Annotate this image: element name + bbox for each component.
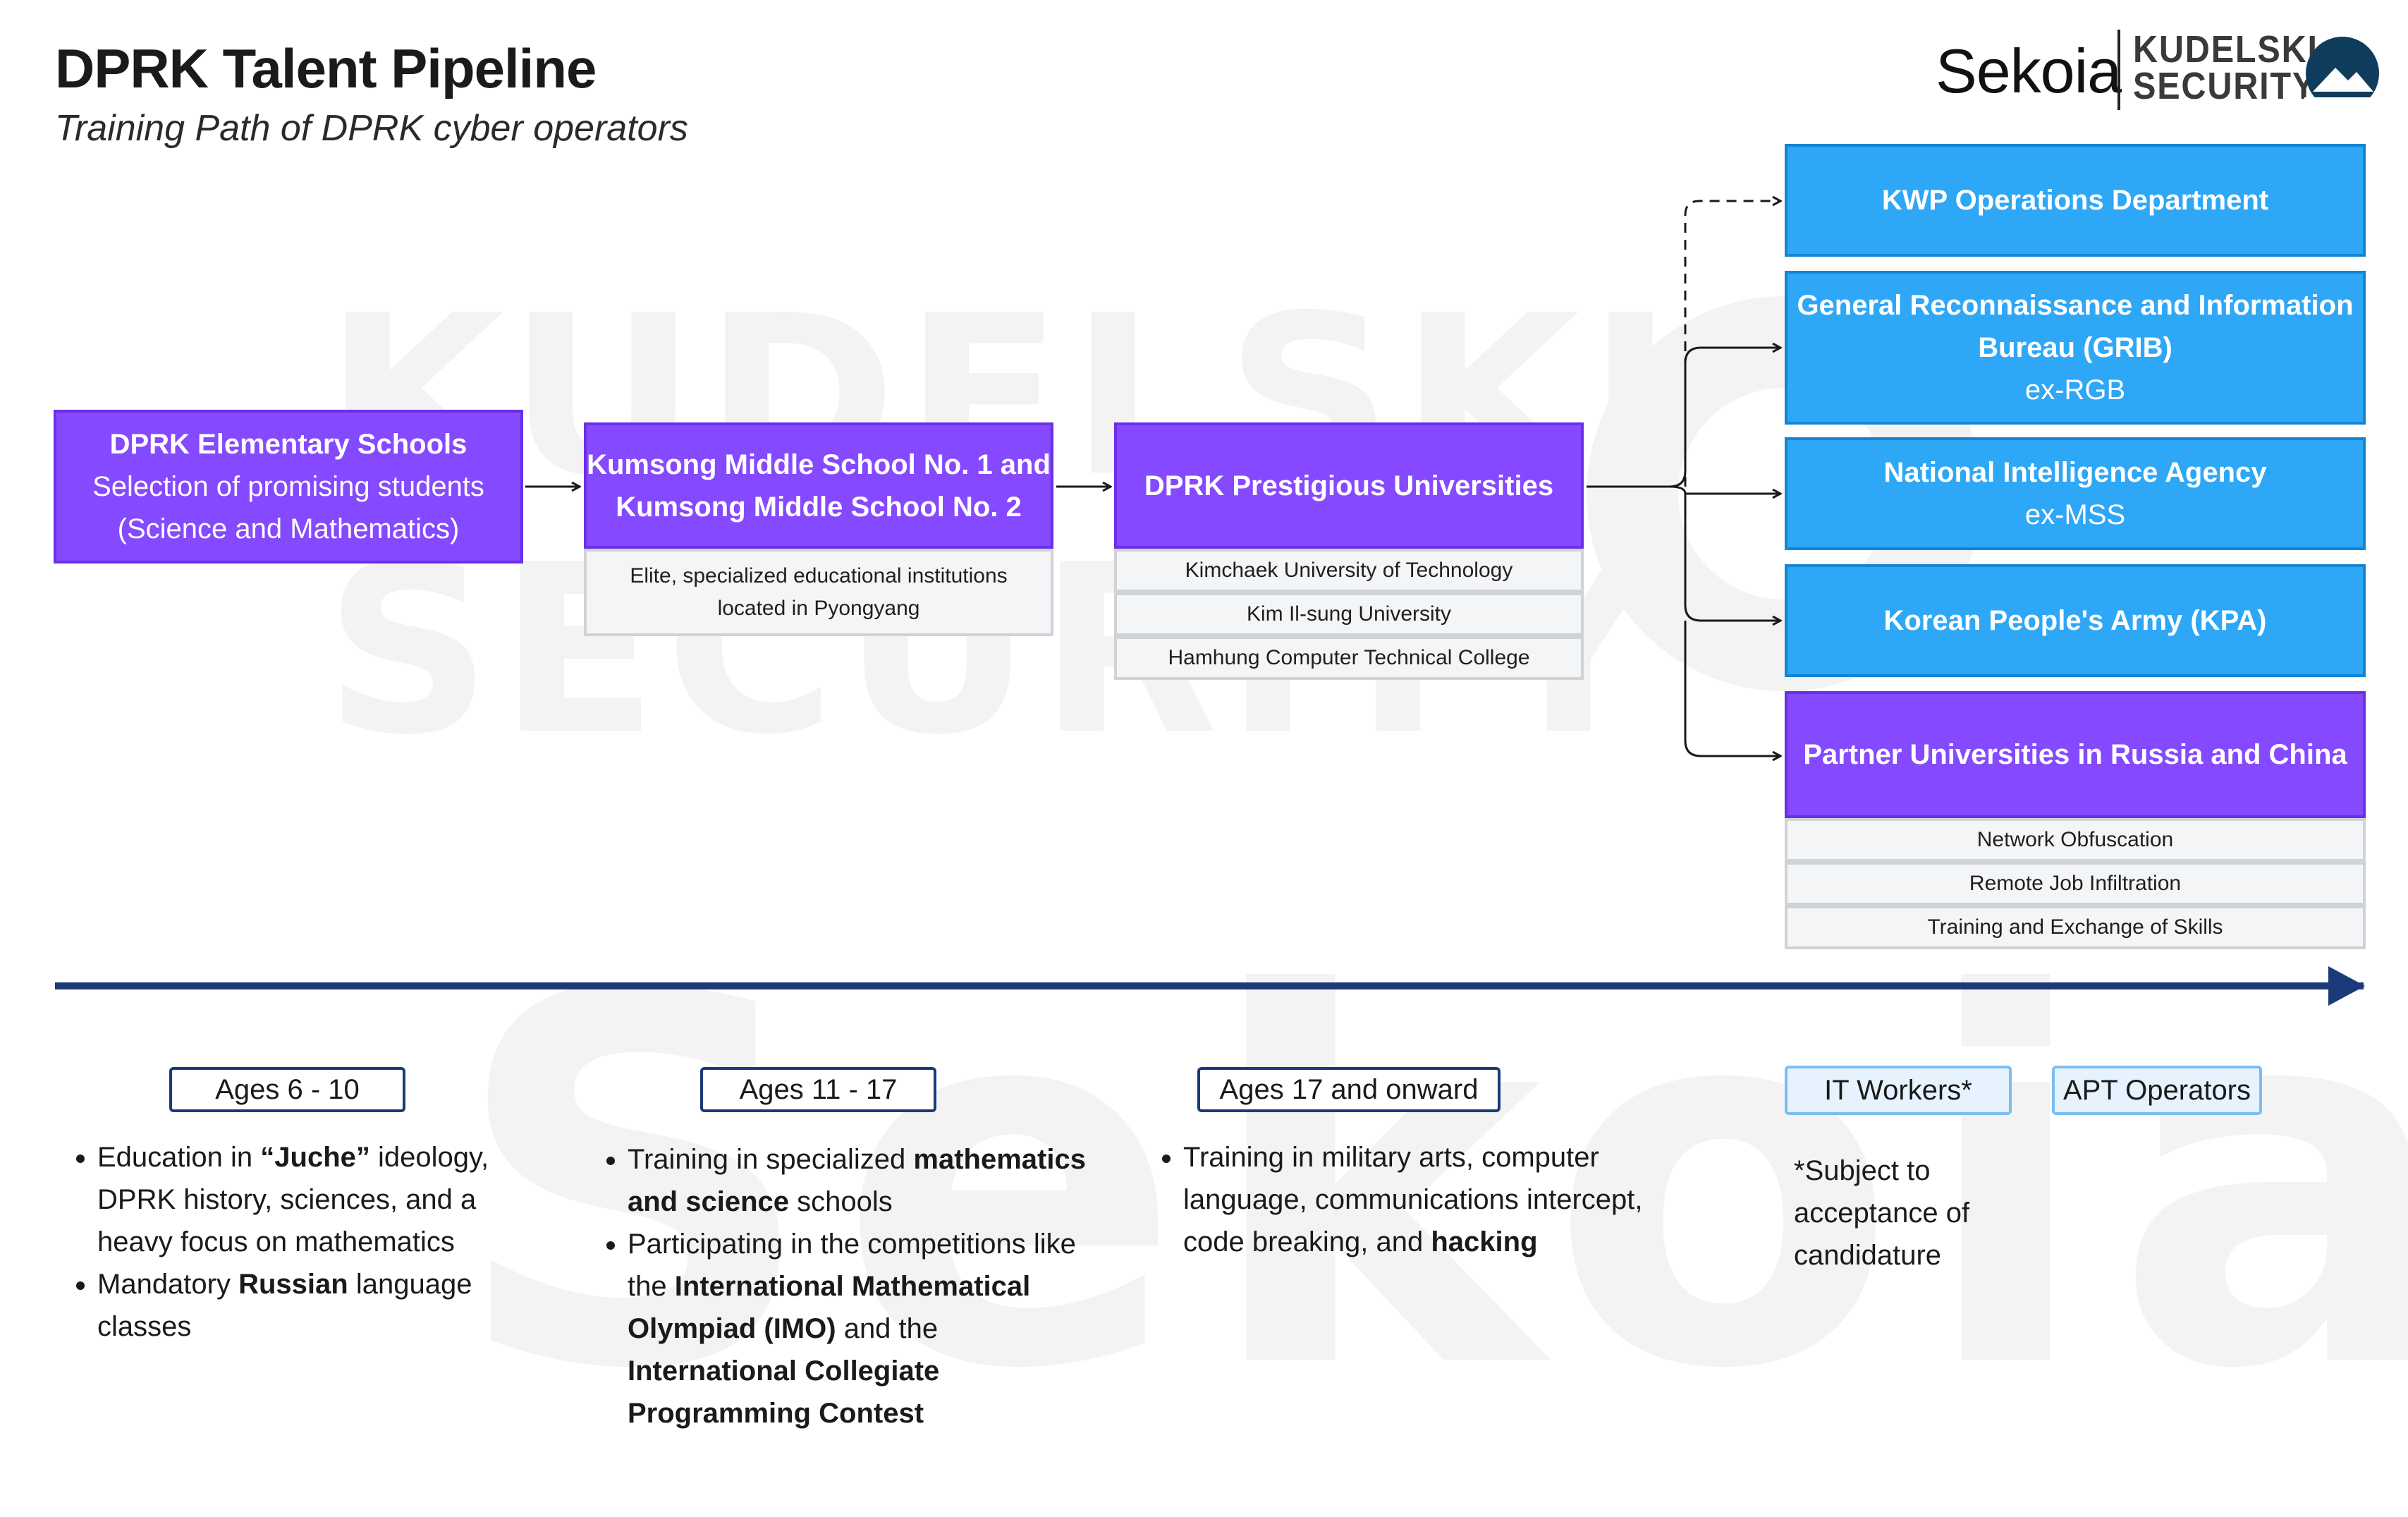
kumsong-line1: Kumsong Middle School No. 1 and bbox=[587, 449, 1051, 480]
kwp-title: KWP Operations Department bbox=[1881, 185, 2269, 216]
elementary-title: DPRK Elementary Schools bbox=[109, 429, 467, 460]
partner-item: Training and Exchange of Skills bbox=[1785, 906, 2366, 949]
kudelski-security-logo: KUDELSKI SECURITY bbox=[2133, 28, 2318, 107]
age-label-6-10: Ages 6 - 10 bbox=[169, 1067, 405, 1112]
kumsong-note-line2: located in Pyongyang bbox=[717, 597, 920, 620]
ages-6-10-details: Education in “Juche” ideology, DPRK hist… bbox=[68, 1136, 549, 1348]
detail-item: Training in specialized mathematics and … bbox=[628, 1138, 1093, 1223]
branch-kpa bbox=[1684, 494, 1780, 621]
branch-partner bbox=[1684, 621, 1780, 756]
elementary-line1: Selection of promising students bbox=[92, 471, 484, 502]
prestigious-universities-box: DPRK Prestigious Universities bbox=[1114, 422, 1584, 549]
grib-sub: ex-RGB bbox=[2024, 374, 2126, 406]
kpa-box: Korean People's Army (KPA) bbox=[1785, 564, 2366, 677]
kpa-title: Korean People's Army (KPA) bbox=[1883, 605, 2267, 636]
nia-title: National Intelligence Agency bbox=[1883, 457, 2267, 488]
kudelski-logo-line1: KUDELSKI bbox=[2133, 28, 2318, 71]
branch-nia bbox=[1669, 485, 1780, 494]
logo-divider bbox=[2117, 30, 2120, 110]
detail-item: Training in military arts, computer lang… bbox=[1183, 1136, 1649, 1263]
detail-item: Participating in the competitions like t… bbox=[628, 1223, 1093, 1434]
kudelski-logo-line2: SECURITY bbox=[2133, 65, 2317, 107]
university-item: Hamhung Computer Technical College bbox=[1114, 636, 1584, 680]
page-title: DPRK Talent Pipeline bbox=[55, 37, 597, 99]
kumsong-note: Elite, specialized educational instituti… bbox=[584, 549, 1053, 636]
kumsong-line2: Kumsong Middle School No. 2 bbox=[616, 491, 1022, 523]
detail-item: Mandatory Russian language classes bbox=[97, 1263, 549, 1348]
detail-item: Education in “Juche” ideology, DPRK hist… bbox=[97, 1136, 549, 1263]
branch-dashed-kwp bbox=[1684, 201, 1780, 487]
branch-grib bbox=[1669, 348, 1780, 488]
university-item: Kimchaek University of Technology bbox=[1114, 549, 1584, 592]
age-label-17-onward: Ages 17 and onward bbox=[1197, 1067, 1501, 1112]
age-label-11-17: Ages 11 - 17 bbox=[700, 1067, 936, 1112]
kumsong-middle-schools-box: Kumsong Middle School No. 1 and Kumsong … bbox=[584, 422, 1053, 549]
grib-title-line2: Bureau (GRIB) bbox=[1978, 332, 2172, 363]
sekoia-logo: Sekoia bbox=[1936, 36, 2122, 106]
ages-11-17-details: Training in specialized mathematics and … bbox=[598, 1138, 1093, 1434]
ages-17-onward-details: Training in military arts, computer lang… bbox=[1154, 1136, 1649, 1263]
partner-title: Partner Universities in Russia and China bbox=[1803, 739, 2347, 770]
nia-box: National Intelligence Agency ex-MSS bbox=[1785, 437, 2366, 550]
university-item: Kim Il-sung University bbox=[1114, 592, 1584, 636]
it-workers-label: IT Workers* bbox=[1785, 1066, 2012, 1115]
grib-box: General Reconnaissance and Information B… bbox=[1785, 271, 2366, 425]
nia-sub: ex-MSS bbox=[2024, 499, 2126, 530]
apt-operators-label: APT Operators bbox=[2052, 1066, 2262, 1115]
grib-title-line1: General Reconnaissance and Information bbox=[1797, 290, 2354, 321]
page-subtitle: Training Path of DPRK cyber operators bbox=[55, 108, 688, 149]
partner-item: Network Obfuscation bbox=[1785, 818, 2366, 862]
partner-universities-box: Partner Universities in Russia and China bbox=[1785, 691, 2366, 818]
universities-title: DPRK Prestigious Universities bbox=[1144, 470, 1554, 501]
elementary-line2: (Science and Mathematics) bbox=[117, 513, 460, 544]
elementary-schools-box: DPRK Elementary Schools Selection of pro… bbox=[54, 410, 523, 563]
it-workers-footnote: *Subject to acceptance of candidature bbox=[1794, 1155, 1970, 1271]
partner-item: Remote Job Infiltration bbox=[1785, 862, 2366, 906]
kumsong-note-line1: Elite, specialized educational instituti… bbox=[630, 564, 1008, 587]
kwp-operations-box: KWP Operations Department bbox=[1785, 144, 2366, 257]
kudelski-mountain-icon bbox=[2304, 37, 2381, 111]
